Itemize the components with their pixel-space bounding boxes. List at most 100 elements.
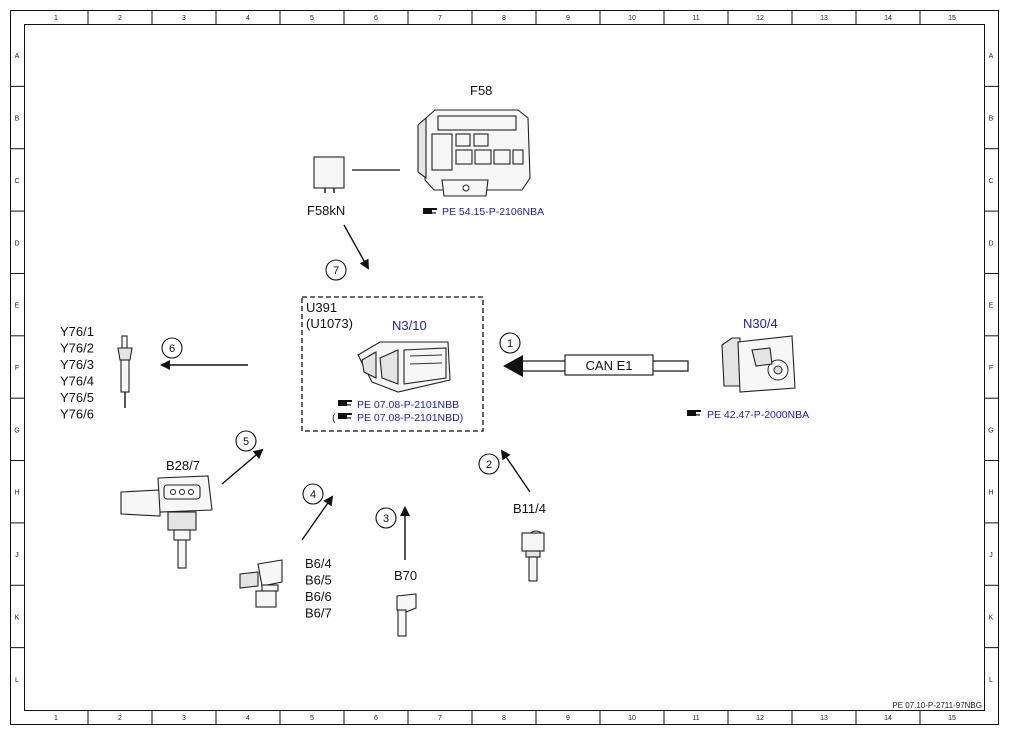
svg-text:5: 5 [243, 436, 249, 448]
n30-4-label: N30/4 [743, 316, 778, 331]
f58-ref-link[interactable]: PE 54.15-P-2106NBA [442, 206, 544, 218]
reference-hand-icon [423, 208, 437, 214]
f58kn-label: F58kN [307, 203, 345, 218]
grid-row-label: E [989, 303, 994, 310]
grid-row-label: G [14, 427, 19, 434]
ecu-ref2-paren: ( [332, 412, 336, 424]
callout-7: 7 [325, 259, 347, 281]
grid-row-label: E [15, 303, 20, 310]
n30-4-ref-link[interactable]: PE 42.47-P-2000NBA [707, 409, 809, 421]
grid-column-label: 6 [374, 15, 378, 22]
y76-label: Y76/5 [60, 390, 94, 405]
y76-label: Y76/6 [60, 407, 94, 422]
arrow-7 [343, 224, 369, 270]
callout-6: 6 [161, 337, 183, 359]
grid-column-label: 2 [118, 15, 122, 22]
grid-column-label: 7 [438, 15, 442, 22]
reference-hand-icon [338, 400, 352, 406]
ecu-ref1-link[interactable]: PE 07.08-P-2101NBB [357, 399, 459, 411]
grid-column-label: 8 [502, 715, 506, 722]
grid-row-label: B [15, 116, 20, 123]
grid-row-label: L [15, 677, 19, 684]
callout-4: 4 [302, 483, 324, 505]
grid-row-label: H [988, 490, 993, 497]
callout-5: 5 [235, 430, 257, 452]
n30-4-ref[interactable]: PE 42.47-P-2000NBA [687, 409, 809, 421]
grid-row-label: K [989, 614, 994, 621]
grid-row-label: F [989, 365, 993, 372]
grid-column-label: 3 [182, 715, 186, 722]
svg-text:3: 3 [383, 513, 389, 525]
y76-label: Y76/2 [60, 341, 94, 356]
grid-row-label: B [989, 116, 994, 123]
grid-column-label: 1 [54, 715, 58, 722]
grid-column-label: 5 [310, 715, 314, 722]
grid-column-label: 4 [246, 15, 250, 22]
grid-column-label: 6 [374, 715, 378, 722]
grid-row-label: H [14, 490, 19, 497]
b11-4-sensor: B11/4 [513, 501, 546, 582]
grid-column-label: 2 [118, 715, 122, 722]
grid-row-label: D [14, 240, 19, 247]
grid-column-label: 8 [502, 15, 506, 22]
ecu-ref2[interactable]: ( PE 07.08-P-2101NBD) [332, 412, 463, 424]
grid-column-label: 7 [438, 715, 442, 722]
grid-row-label: C [988, 178, 993, 185]
grid-column-label: 4 [246, 715, 250, 722]
grid-column-label: 13 [820, 715, 828, 722]
y76-label: Y76/4 [60, 374, 94, 389]
callout-numbers: 7 1 6 5 2 4 3 [161, 259, 521, 529]
f58-fuse-box: F58 [417, 83, 531, 197]
ecu-code: N3/10 [392, 318, 427, 333]
callout-1: 1 [499, 332, 521, 354]
b6-label: B6/5 [305, 573, 332, 588]
svg-text:2: 2 [486, 459, 492, 471]
grid-column-label: 5 [310, 15, 314, 22]
grid-row-label: L [989, 677, 993, 684]
grid-row-label: A [15, 53, 20, 60]
ecu-box: U391 (U1073) N3/10 PE 07.08-P-2101NBB ( … [301, 296, 484, 432]
can-e1-label: CAN E1 [586, 358, 633, 373]
ecu-ref1[interactable]: PE 07.08-P-2101NBB [338, 399, 459, 411]
b70-label: B70 [394, 568, 417, 583]
ecu-label-line1: U391 [306, 300, 337, 315]
b28-7-label: B28/7 [166, 458, 200, 473]
b70-sensor: B70 [394, 568, 417, 637]
b6-label: B6/6 [305, 589, 332, 604]
reference-hand-icon [687, 410, 701, 416]
grid-column-label: 3 [182, 15, 186, 22]
grid-row-label: A [989, 53, 994, 60]
grid-column-label: 12 [756, 15, 764, 22]
b6-label: B6/7 [305, 606, 332, 621]
reference-hand-icon [338, 413, 352, 419]
f58kn-relay: F58kN [307, 156, 400, 218]
grid-column-label: 9 [566, 715, 570, 722]
doc-reference: PE 07.10-P-2711-97NBG [892, 701, 982, 710]
svg-text:1: 1 [507, 338, 513, 350]
grid-column-label: 13 [820, 15, 828, 22]
grid-column-label: 15 [948, 15, 956, 22]
n30-4-module: N30/4 PE 42.47-P-2000NBA [687, 316, 809, 421]
grid-column-label: 9 [566, 15, 570, 22]
b6-label: B6/4 [305, 556, 332, 571]
f58-label: F58 [470, 83, 492, 98]
grid-row-label: J [989, 552, 993, 559]
b6-labels: B6/4B6/5B6/6B6/7 [305, 556, 332, 621]
b11-4-label: B11/4 [513, 501, 546, 516]
y76-label: Y76/1 [60, 324, 94, 339]
arrow-4 [301, 495, 334, 541]
grid-column-label: 14 [884, 715, 892, 722]
f58-ref[interactable]: PE 54.15-P-2106NBA [423, 206, 544, 218]
grid-row-label: F [15, 365, 19, 372]
grid-column-label: 10 [628, 15, 636, 22]
drawing-frame [10, 10, 999, 725]
svg-text:7: 7 [333, 265, 339, 277]
grid-row-label: D [988, 240, 993, 247]
ecu-ref2-link[interactable]: PE 07.08-P-2101NBD) [357, 412, 463, 424]
